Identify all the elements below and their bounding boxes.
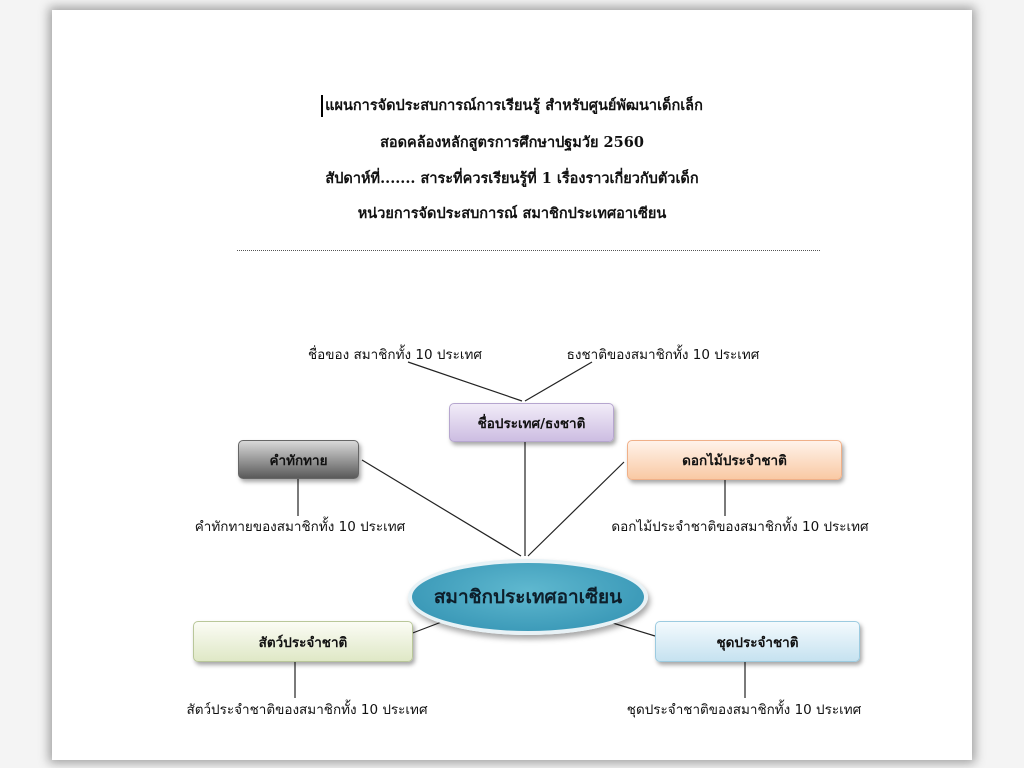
header-line-1: แผนการจัดประสบการณ์การเรียนรู้ สำหรับศูน… bbox=[0, 94, 1024, 117]
header-line-2: สอดคล้องหลักสูตรการศึกษาปฐมวัย 2560 bbox=[380, 134, 644, 151]
detail-names: ชื่อของ สมาชิกทั้ง 10 ประเทศ bbox=[308, 347, 482, 363]
center-node: สมาชิกประเทศอาเซียน bbox=[408, 559, 648, 635]
dotted-divider bbox=[237, 250, 820, 251]
text-cursor bbox=[321, 95, 324, 117]
header-line-3: สัปดาห์ที่....... สาระที่ควรเรียนรู้ที่ … bbox=[325, 170, 699, 187]
connector-line bbox=[407, 361, 523, 402]
header-line-1-text: แผนการจัดประสบการณ์การเรียนรู้ สำหรับศูน… bbox=[325, 97, 703, 114]
connector-line bbox=[361, 459, 522, 557]
detail-greeting: คำทักทายของสมาชิกทั้ง 10 ประเทศ bbox=[194, 519, 406, 535]
node-costume: ชุดประจำชาติ bbox=[655, 621, 860, 662]
connector-line bbox=[527, 461, 625, 557]
detail-flower: ดอกไม้ประจำชาติของสมาชิกทั้ง 10 ประเทศ bbox=[611, 519, 869, 535]
connector-line bbox=[524, 361, 593, 402]
detail-flags: ธงชาติของสมาชิกทั้ง 10 ประเทศ bbox=[566, 347, 760, 363]
detail-animal: สัตว์ประจำชาติของสมาชิกทั้ง 10 ประเทศ bbox=[186, 702, 428, 718]
node-names-flags: ชื่อประเทศ/ธงชาติ bbox=[449, 403, 614, 442]
detail-costume: ชุดประจำชาติของสมาชิกทั้ง 10 ประเทศ bbox=[626, 702, 862, 718]
node-animal: สัตว์ประจำชาติ bbox=[193, 621, 413, 662]
node-flower: ดอกไม้ประจำชาติ bbox=[627, 440, 842, 480]
header-line-4: หน่วยการจัดประสบการณ์ สมาชิกประเทศอาเซีย… bbox=[357, 205, 667, 222]
node-greeting: คำทักทาย bbox=[238, 440, 359, 479]
